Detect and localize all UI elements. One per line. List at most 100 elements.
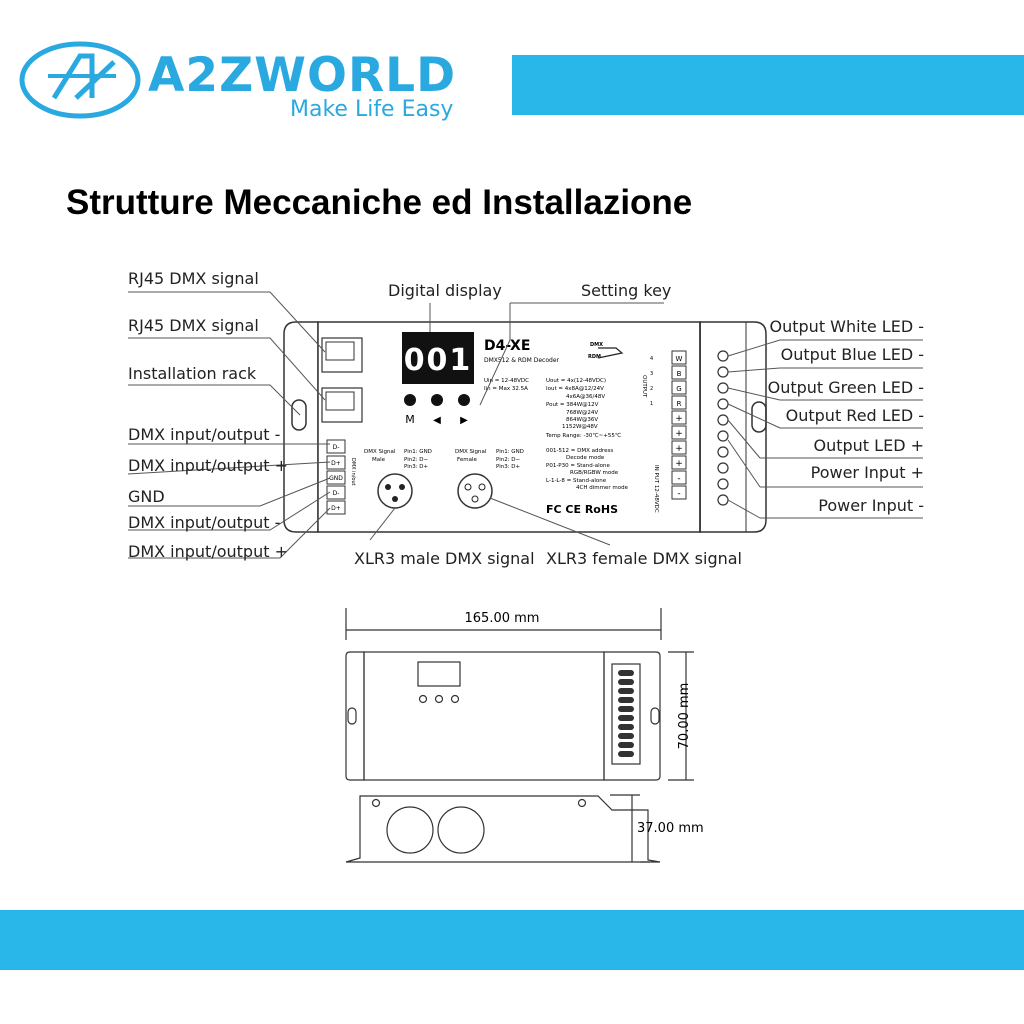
svg-text:4x6A@36/48V: 4x6A@36/48V: [566, 394, 605, 400]
button-m: [404, 394, 416, 406]
left-terminal-block: D- D+ GND D- D+: [326, 439, 346, 515]
svg-text:Male: Male: [372, 457, 386, 463]
button-left: [431, 394, 443, 406]
left-mounting-flange: [283, 321, 319, 533]
callout-setting-key: Setting key: [581, 281, 672, 300]
dim-depth: 37.00 mm: [637, 821, 704, 836]
output-tag: OUTPUT: [641, 375, 647, 398]
svg-text:768W@24V: 768W@24V: [566, 410, 598, 416]
svg-text:D-: D-: [333, 490, 340, 497]
rj45-port-1: [321, 337, 363, 373]
svg-text:Temp Range: -30℃~+55℃: Temp Range: -30℃~+55℃: [545, 432, 621, 439]
svg-text:1152W@48V: 1152W@48V: [562, 424, 598, 430]
svg-text:RGB/RGBW mode: RGB/RGBW mode: [570, 470, 619, 476]
dmx-inout-tag: DMX in/out: [350, 458, 356, 486]
mode-list: 001-512 = DMX address Decode mode P01-P3…: [546, 448, 629, 491]
svg-text:Pin2: D−: Pin2: D−: [404, 457, 429, 463]
screw-terminals: [717, 350, 729, 506]
svg-text:4CH dimmer mode: 4CH dimmer mode: [576, 485, 629, 491]
cert-marks: FC CE RoHS: [546, 503, 618, 516]
leader-lines: [127, 291, 923, 559]
svg-text:+: +: [675, 429, 683, 439]
svg-text:D-: D-: [333, 444, 340, 451]
device-subtitle: DMX512 & RDM Decoder: [484, 357, 560, 364]
callout-dmx-minus-1: DMX input/output -: [128, 425, 281, 444]
svg-text:GND: GND: [329, 475, 343, 482]
svg-text:+: +: [675, 414, 683, 424]
svg-text:D+: D+: [331, 460, 341, 467]
svg-text:Pout = 384W@12V: Pout = 384W@12V: [546, 402, 599, 408]
svg-text:Female: Female: [457, 457, 478, 463]
svg-text:Iin = Max 32.5A: Iin = Max 32.5A: [484, 386, 528, 392]
callout-output-red: Output Red LED -: [785, 406, 924, 425]
page-title: Strutture Meccaniche ed Installazione: [66, 183, 693, 222]
footer-accent-band: [0, 910, 1024, 970]
right-mounting-hole: [751, 401, 767, 433]
svg-text:Decode mode: Decode mode: [566, 455, 605, 461]
button-left-label: ◀: [433, 415, 441, 426]
svg-text:B: B: [677, 370, 682, 378]
callout-dmx-minus-2: DMX input/output -: [128, 513, 281, 532]
dim-height: 70.00 mm: [677, 683, 692, 750]
callout-power-plus: Power Input +: [810, 463, 924, 482]
dmx-logo-icon: [597, 347, 624, 359]
svg-text:Uout = 4x(12-48VDC): Uout = 4x(12-48VDC): [546, 378, 606, 384]
callout-installation-rack: Installation rack: [128, 364, 257, 383]
rj45-port-2: [321, 387, 363, 423]
callout-power-minus: Power Input -: [818, 496, 924, 515]
rdm-logo: RDM: [588, 354, 601, 360]
input-tag: IN PUT 12-48VDC: [653, 465, 659, 513]
svg-text:+: +: [675, 459, 683, 469]
brand-tagline: Make Life Easy: [290, 97, 454, 122]
svg-text:P01-P30 = Stand-alone: P01-P30 = Stand-alone: [546, 463, 610, 469]
channel-numbers: 4 3 2 1: [650, 356, 653, 407]
digital-display: [402, 332, 474, 384]
dim-width: 165.00 mm: [465, 611, 540, 626]
svg-text:4: 4: [650, 356, 653, 362]
brand-logo-icon: [19, 41, 141, 119]
right-mounting-flange: [699, 321, 767, 533]
svg-text:+: +: [675, 444, 683, 454]
xlr-female-connector: [457, 473, 493, 509]
svg-text:G: G: [676, 385, 681, 393]
svg-text:-: -: [677, 489, 680, 499]
callout-output-green: Output Green LED -: [767, 378, 924, 397]
button-m-label: M: [405, 413, 415, 426]
right-terminal-block: W B G R + + + + - -: [671, 350, 687, 500]
dmx-logo: DMX: [590, 342, 603, 348]
callout-xlr-female: XLR3 female DMX signal: [546, 549, 742, 568]
svg-text:001-512 = DMX address: 001-512 = DMX address: [546, 448, 613, 454]
header-accent-band: [512, 55, 1024, 115]
brand-name: A2ZWORLD: [148, 48, 457, 103]
terminal-strip-detail: [618, 670, 634, 757]
button-right-label: ▶: [460, 415, 468, 426]
svg-text:2: 2: [650, 386, 653, 392]
svg-text:1: 1: [650, 401, 653, 407]
button-right: [458, 394, 470, 406]
svg-text:Pin1: GND: Pin1: GND: [496, 449, 524, 455]
svg-text:W: W: [676, 355, 683, 363]
svg-text:Iout = 4x8A@12/24V: Iout = 4x8A@12/24V: [546, 386, 604, 392]
xlr-female-info: DMX Signal Female Pin1: GND Pin2: D− Pin…: [455, 449, 524, 470]
callout-output-white: Output White LED -: [769, 317, 924, 336]
device-diagram: 001 M ◀ ▶ D4-XE DMX512 & RDM Decoder DMX…: [127, 291, 923, 559]
svg-text:Uin = 12-48VDC: Uin = 12-48VDC: [484, 378, 529, 384]
specs-left: Uin = 12-48VDC Iin = Max 32.5A: [484, 378, 529, 392]
left-mounting-hole: [291, 399, 307, 431]
callout-output-blue: Output Blue LED -: [780, 345, 924, 364]
callout-xlr-male: XLR3 male DMX signal: [354, 549, 535, 568]
svg-text:D+: D+: [331, 505, 341, 512]
svg-text:Pin3: D+: Pin3: D+: [404, 464, 429, 470]
device-body: [317, 321, 701, 533]
display-value: 001: [404, 343, 473, 378]
svg-text:864W@36V: 864W@36V: [566, 417, 598, 423]
svg-text:Pin2: D−: Pin2: D−: [496, 457, 521, 463]
callout-rj45-2: RJ45 DMX signal: [128, 316, 259, 335]
callout-rj45-1: RJ45 DMX signal: [128, 269, 259, 288]
svg-text:DMX Signal: DMX Signal: [455, 449, 487, 455]
callout-dmx-plus-2: DMX input/output +: [128, 542, 288, 561]
callout-output-led-plus: Output LED +: [813, 436, 925, 455]
specs-right: Uout = 4x(12-48VDC) Iout = 4x8A@12/24V 4…: [545, 378, 621, 439]
svg-text:R: R: [677, 400, 682, 408]
callout-dmx-plus-1: DMX input/output +: [128, 456, 288, 475]
